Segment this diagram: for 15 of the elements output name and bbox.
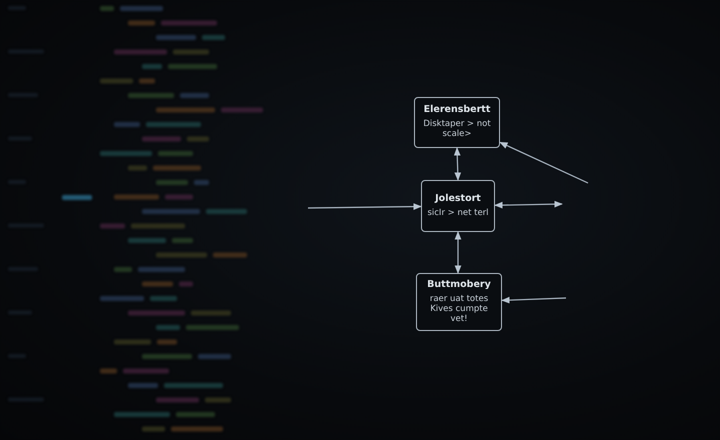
process-box — [414, 97, 500, 148]
box-text: sicIr > net terl — [427, 208, 489, 218]
box-title: Elerensbertt — [424, 105, 490, 116]
arrow — [494, 200, 563, 208]
box-title: Buttmobery — [427, 280, 491, 291]
arrow — [308, 203, 422, 210]
arrow — [499, 142, 588, 184]
box-text: raer uat totes Kives cumpte vet! — [428, 294, 490, 324]
arrow — [454, 147, 462, 181]
arrow — [454, 231, 462, 274]
process-box — [421, 180, 495, 232]
arrow — [501, 296, 566, 304]
process-box — [416, 273, 502, 331]
box-title: Jolestort — [435, 194, 481, 205]
box-text: Disktaper > not scale> — [422, 119, 492, 140]
